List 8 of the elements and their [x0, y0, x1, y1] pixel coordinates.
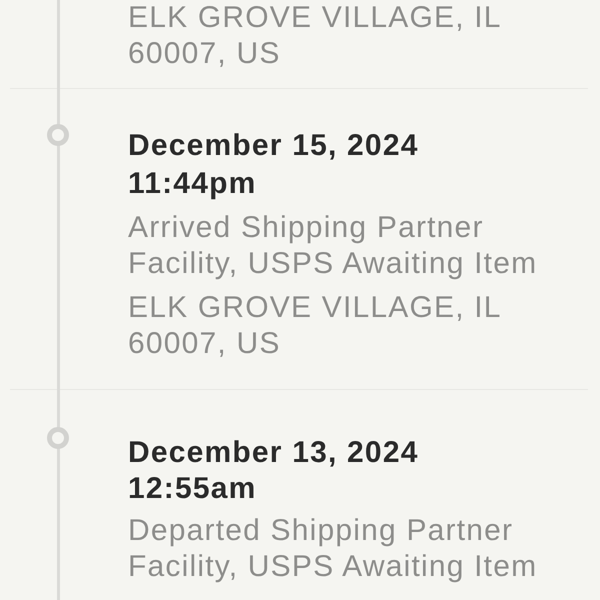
date-text: December 13, 2024	[128, 435, 420, 471]
time-text: 11:44pm	[128, 166, 258, 202]
time-text: 12:55am	[128, 471, 258, 507]
status-text: Arrived Shipping Partner Facility, USPS Awaiting Item	[128, 210, 538, 282]
date-text: December 15, 2024	[128, 128, 420, 164]
status-text: Departed Shipping Partner Facility, USPS Awaiting Item	[128, 513, 538, 585]
location-text: ELK GROVE VILLAGE, IL 60007, US	[128, 0, 502, 72]
location-text: ELK GROVE VILLAGE, IL 60007, US	[128, 290, 502, 362]
